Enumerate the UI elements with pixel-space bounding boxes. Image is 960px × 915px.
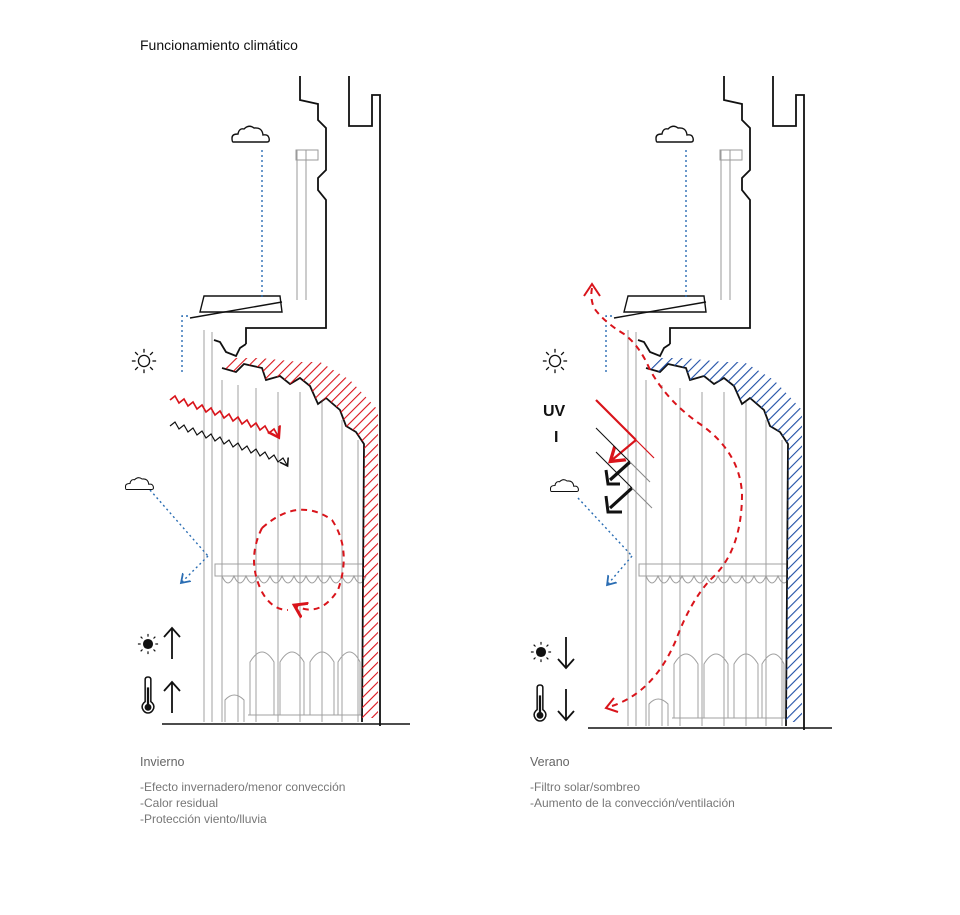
ventilation-path-summer bbox=[590, 287, 744, 707]
sun-outline-icon bbox=[542, 348, 568, 374]
rain-lines-winter bbox=[149, 150, 263, 582]
uv-label: UV bbox=[543, 403, 566, 420]
page-title: Funcionamiento climático bbox=[140, 37, 298, 53]
arrow-down-icon bbox=[557, 636, 575, 669]
i-label: I bbox=[554, 429, 558, 446]
arrow-up-icon bbox=[163, 681, 181, 714]
arrow-down-icon bbox=[557, 688, 575, 721]
sun-outline-icon bbox=[131, 348, 157, 374]
vault-outline-summer bbox=[645, 363, 789, 727]
thermometer-icon bbox=[140, 676, 156, 714]
cloud-icon bbox=[655, 125, 694, 143]
summer-caption: Verano -Filtro solar/sombreo -Aumento de… bbox=[530, 755, 735, 811]
sun-filled-icon bbox=[530, 641, 552, 663]
summer-title: Verano bbox=[530, 755, 570, 769]
winter-note: -Calor residual bbox=[140, 796, 219, 810]
winter-note: -Efecto invernadero/menor convección bbox=[140, 780, 346, 794]
convection-loop-winter bbox=[261, 508, 345, 610]
filtered-radiation bbox=[595, 427, 653, 514]
solar-radiation-winter bbox=[169, 394, 278, 436]
winter-title: Invierno bbox=[140, 755, 185, 769]
summer-note: -Filtro solar/sombreo bbox=[530, 780, 641, 794]
cloud-icon bbox=[549, 479, 579, 493]
cool-hatch-summer bbox=[648, 358, 802, 722]
arrow-up-icon bbox=[163, 627, 181, 660]
winter-section bbox=[124, 76, 410, 726]
rain-lines-summer bbox=[577, 150, 687, 584]
summer-note: -Aumento de la convección/ventilación bbox=[530, 796, 735, 810]
cloud-icon bbox=[231, 125, 270, 143]
winter-caption: Invierno -Efecto invernadero/menor conve… bbox=[140, 755, 345, 827]
thermometer-icon bbox=[532, 684, 548, 722]
cloud-icon bbox=[124, 477, 154, 491]
gothic-facade-winter bbox=[203, 330, 367, 722]
uv-reflection bbox=[595, 399, 655, 460]
building-section-summer bbox=[637, 76, 805, 730]
heat-hatch-winter bbox=[224, 358, 378, 718]
infrared-radiation-winter bbox=[169, 421, 287, 465]
winter-note: -Protección viento/lluvia bbox=[140, 812, 267, 826]
building-section-winter bbox=[213, 76, 381, 726]
sun-filled-icon bbox=[137, 633, 159, 655]
summer-section: UV I bbox=[530, 76, 832, 730]
